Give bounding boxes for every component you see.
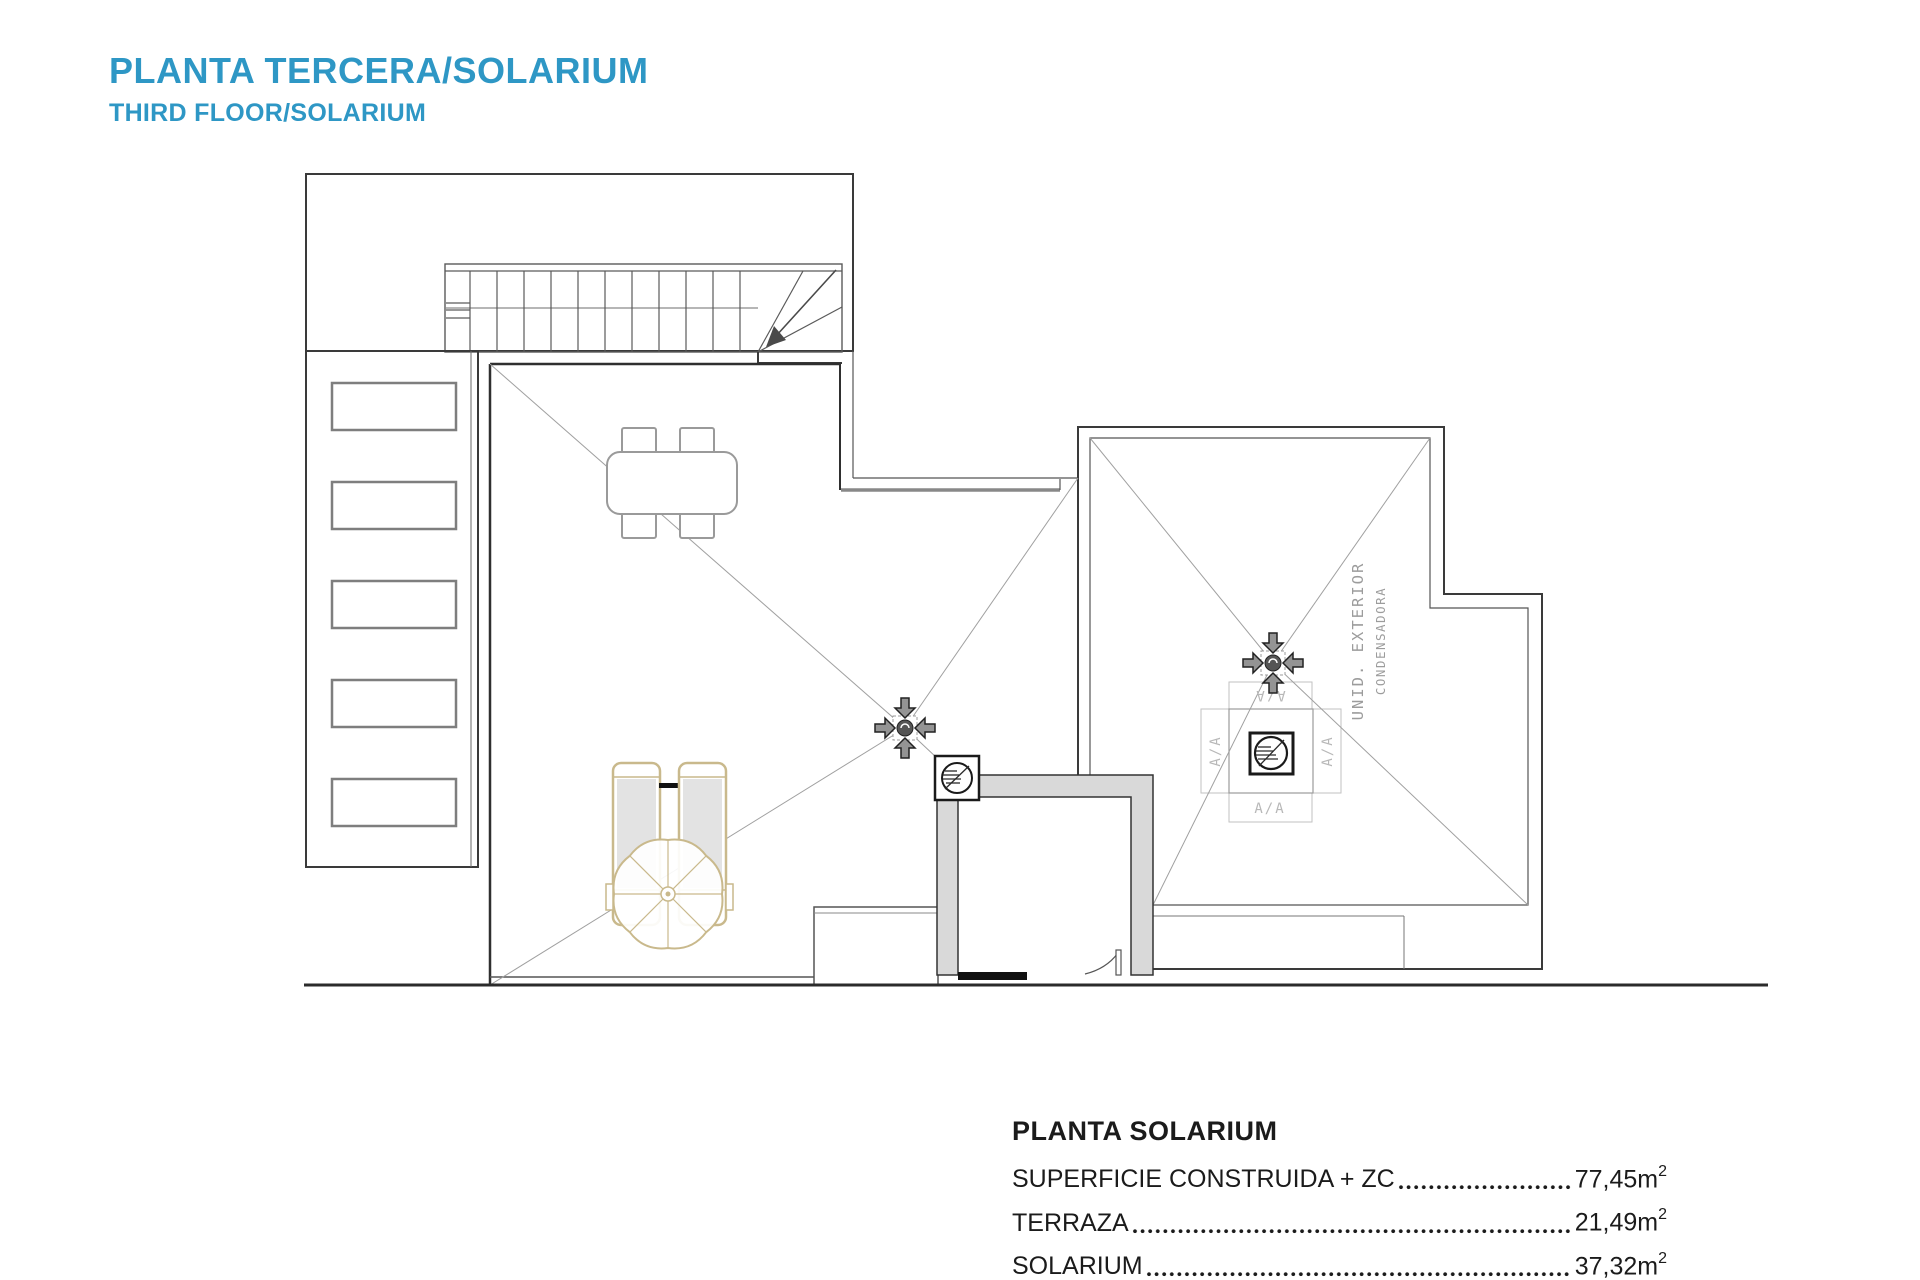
area-summary-heading: PLANTA SOLARIUM: [1012, 1116, 1278, 1146]
vent-symbol: [933, 754, 981, 802]
stair-direction-arrow: [766, 269, 837, 347]
slope-lines-terrace: [489, 363, 1079, 986]
condenser-caption-line2: CONDENSADORA: [1373, 587, 1388, 695]
parasol: [612, 838, 724, 950]
area-label: SOLARIUM: [1012, 1251, 1143, 1280]
elevator-core: [933, 754, 1154, 980]
main-terrace-boundary: [488, 351, 1078, 985]
dot-leader: [1131, 1227, 1572, 1235]
slope-lines-solarium: [1089, 437, 1529, 906]
condenser-caption-line1: UNID. EXTERIOR: [1349, 562, 1367, 721]
ac-outdoor-unit: A/A A/A A/A A/A UNID. EXTERIOR CONDENSAD…: [1208, 562, 1388, 817]
area-label: SUPERFICIE CONSTRUIDA + ZC: [1012, 1165, 1395, 1194]
ac-label-top: A/A: [1254, 687, 1285, 703]
staircase: [444, 263, 843, 364]
area-label: TERRAZA: [1012, 1208, 1129, 1237]
roof-drain-terrace: [874, 697, 936, 759]
fan-symbol: [1256, 739, 1285, 767]
area-value: 77,45m2: [1574, 1163, 1667, 1194]
ac-label-right: A/A: [1320, 735, 1336, 766]
ac-label-left: A/A: [1208, 735, 1224, 766]
ac-label-bottom: A/A: [1254, 801, 1285, 817]
upper-volume-outline: [305, 173, 854, 352]
planter-boxes: [330, 381, 458, 828]
title-block: PLANTA TERCERA/SOLARIUM THIRD FLOOR/SOLA…: [109, 50, 648, 128]
dining-table: [606, 451, 738, 515]
area-row: TERRAZA 21,49m2: [1012, 1198, 1667, 1241]
page-title: PLANTA TERCERA/SOLARIUM: [109, 50, 649, 91]
area-value: 37,32m2: [1574, 1249, 1667, 1280]
left-planter-column: [305, 350, 479, 868]
lower-roof-step: [813, 906, 939, 986]
dot-leader: [1145, 1270, 1572, 1278]
area-row: SUPERFICIE CONSTRUIDA + ZC 77,45m2: [1012, 1155, 1667, 1198]
roof-drain-solarium: [1242, 632, 1304, 694]
table-and-chairs: [606, 427, 738, 539]
page-subtitle: THIRD FLOOR/SOLARIUM: [109, 99, 427, 127]
area-value: 21,49m2: [1574, 1206, 1667, 1237]
dot-leader: [1397, 1184, 1572, 1192]
area-summary: PLANTA SOLARIUM SUPERFICIE CONSTRUIDA + …: [1012, 1116, 1667, 1280]
ac-flap-labels: A/A A/A A/A A/A: [1208, 687, 1336, 817]
area-row: SOLARIUM 37,32m2: [1012, 1242, 1667, 1280]
condenser-caption: UNID. EXTERIOR CONDENSADORA: [1349, 562, 1388, 721]
side-table: [659, 783, 679, 788]
door-swing: [1084, 949, 1122, 976]
door-threshold: [958, 972, 1027, 980]
